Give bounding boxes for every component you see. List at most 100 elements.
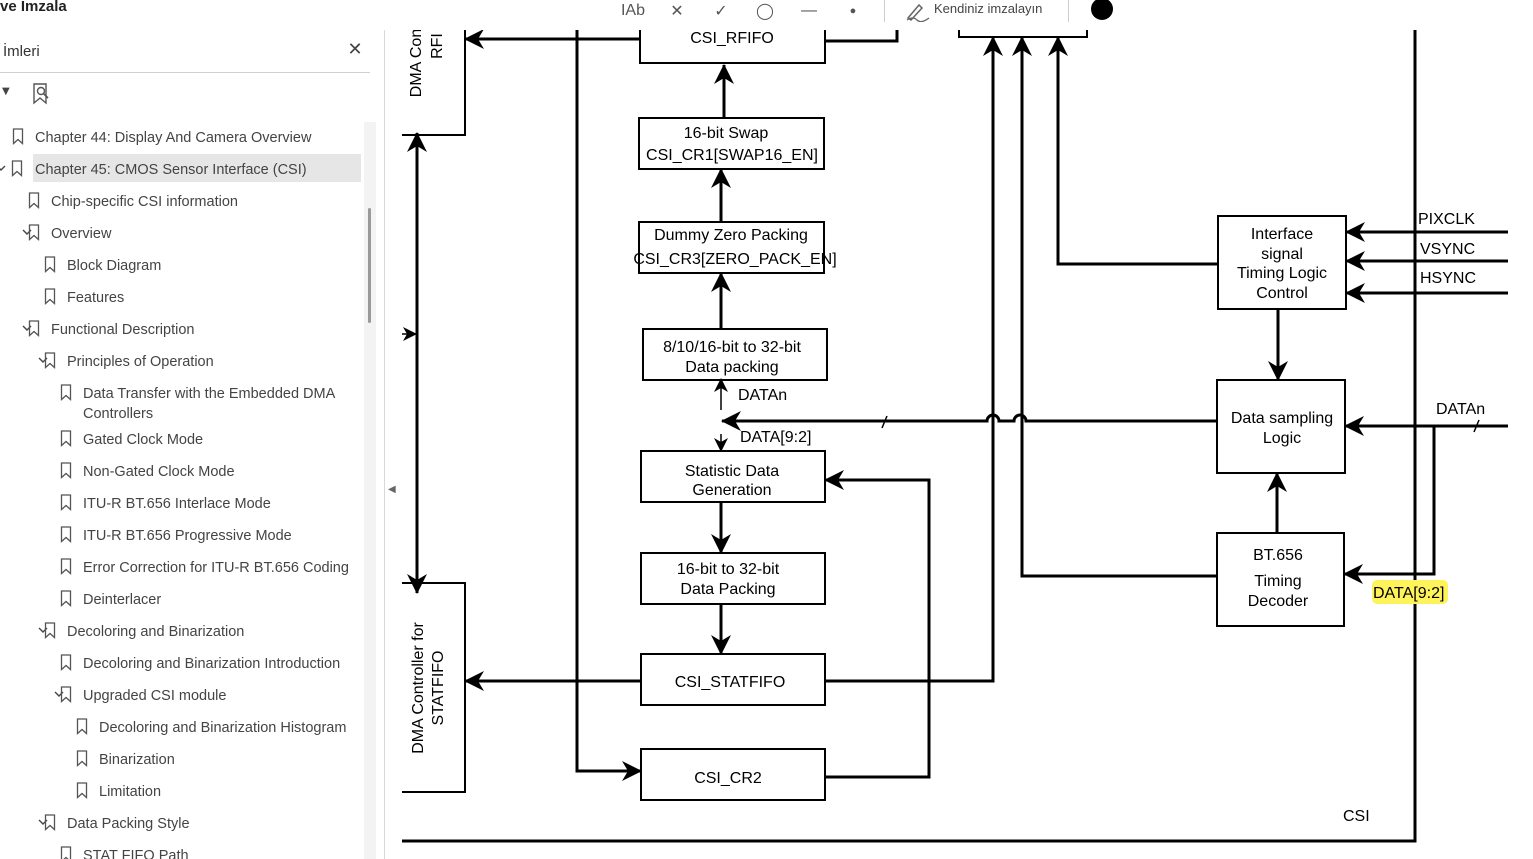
swap-label-1: 16-bit Swap — [684, 125, 769, 142]
bookmark-label: Data Transfer with the Embedded DMA — [83, 386, 336, 402]
bookmark-item[interactable]: Overview — [0, 218, 362, 250]
bookmark-icon — [60, 526, 72, 543]
stat-label-2: Generation — [692, 482, 771, 499]
find-current-bookmark-icon[interactable] — [30, 82, 54, 106]
bt656-label-1: BT.656 — [1253, 547, 1303, 564]
check-mark-tool-icon[interactable]: ✓ — [714, 3, 728, 20]
dma-rfifo-label-1: DMA Con — [408, 30, 425, 97]
bookmark-icon — [60, 430, 72, 447]
bookmark-item[interactable]: Decoloring and Binarization Introduction — [0, 648, 362, 680]
bookmark-item[interactable]: Decoloring and Binarization Histogram — [0, 712, 362, 744]
bookmark-icon — [60, 686, 72, 703]
bookmark-item[interactable]: Non-Gated Clock Mode — [0, 456, 362, 488]
bookmark-item[interactable]: Chapter 44: Display And Camera Overview — [0, 122, 362, 154]
stat-label-1: Statistic Data — [685, 463, 779, 480]
chevron-down-icon[interactable] — [0, 162, 7, 174]
bookmark-icon — [60, 462, 72, 479]
bookmark-label: Chapter 44: Display And Camera Overview — [35, 130, 312, 146]
pack16-label-1: 16-bit to 32-bit — [677, 561, 780, 578]
add-text-tool-icon[interactable]: IAb — [620, 2, 645, 19]
bookmark-item[interactable]: Chapter 45: CMOS Sensor Interface (CSI) — [0, 154, 361, 182]
bookmark-item[interactable]: Error Correction for ITU-R BT.656 Coding — [0, 552, 362, 584]
interface-label-3: Timing Logic — [1237, 265, 1327, 282]
bookmark-item[interactable]: Data Transfer with the Embedded DMA Contr… — [0, 378, 362, 424]
cross-mark-tool-icon[interactable]: ✕ — [670, 3, 684, 20]
bookmark-item[interactable]: Limitation — [0, 776, 362, 808]
panel-title: İmleri — [3, 43, 40, 60]
scrollbar-track[interactable] — [364, 122, 376, 859]
bookmark-label: Binarization — [99, 752, 175, 768]
bookmark-label: Gated Clock Mode — [83, 432, 204, 448]
bookmark-icon — [60, 654, 72, 671]
bookmark-label: Error Correction for ITU-R BT.656 Coding — [83, 560, 349, 576]
bookmark-item[interactable]: Data Packing Style — [0, 808, 362, 840]
bookmark-label: Chapter 45: CMOS Sensor Interface (CSI) — [35, 162, 307, 178]
dot-tool-icon[interactable]: ● — [849, 5, 857, 17]
bookmark-icon — [44, 288, 56, 305]
bookmark-label: Features — [67, 290, 125, 306]
bookmark-label: Chip-specific CSI information — [51, 194, 238, 210]
interface-label-4: Control — [1256, 285, 1308, 302]
bookmark-item[interactable]: Decoloring and Binarization — [0, 616, 362, 648]
bookmark-label: Principles of Operation — [67, 354, 214, 370]
bookmark-item[interactable]: Functional Description — [0, 314, 362, 346]
app-title: ve İmzala — [0, 0, 67, 15]
close-icon[interactable]: ✕ — [347, 39, 363, 60]
bookmark-icon — [76, 718, 88, 735]
options-dropdown-icon[interactable]: ▼ — [2, 86, 10, 97]
dma-statfifo-label-2: STATFIFO — [430, 651, 447, 726]
scrollbar-thumb[interactable] — [368, 208, 371, 323]
bookmark-item[interactable]: Block Diagram — [0, 250, 362, 282]
dma-statfifo-label-1: DMA Controller for — [410, 622, 427, 754]
sign-yourself-button[interactable]: Kendiniz imzalayın — [934, 1, 1043, 16]
bookmark-item[interactable]: Gated Clock Mode — [0, 424, 362, 456]
sign-pen-icon[interactable] — [905, 0, 931, 23]
bookmark-label-continued: Controllers — [83, 406, 154, 422]
collapse-panel-icon[interactable]: ◀ — [388, 484, 396, 495]
bookmark-icon — [76, 750, 88, 767]
toolbar: ve İmzala IAb ✕ ✓ ◯ — ● Kendiniz imzalay… — [0, 0, 1533, 30]
data92-mid-label: DATA[9:2] — [740, 429, 811, 446]
signature-color-swatch[interactable] — [1091, 0, 1113, 20]
bookmark-label: ITU-R BT.656 Progressive Mode — [83, 528, 292, 544]
bookmark-item[interactable]: Features — [0, 282, 362, 314]
bookmark-icon — [28, 192, 40, 209]
bookmark-item[interactable]: ITU-R BT.656 Progressive Mode — [0, 520, 362, 552]
bookmark-label: Data Packing Style — [67, 816, 190, 832]
bookmark-label: Decoloring and Binarization Introduction — [83, 656, 341, 672]
data92-right-label: DATA[9:2] — [1373, 585, 1444, 602]
bookmark-item[interactable]: Binarization — [0, 744, 362, 776]
bt656-label-3: Decoder — [1248, 593, 1309, 610]
bookmark-icon — [11, 160, 23, 177]
bookmark-item[interactable]: STAT FIFO Path — [0, 840, 362, 859]
bookmark-label: Overview — [51, 226, 112, 242]
bookmark-icon — [44, 256, 56, 273]
bookmark-item[interactable]: Chip-specific CSI information — [0, 186, 362, 218]
bookmark-label: Decoloring and Binarization — [67, 624, 245, 640]
bookmark-icon — [60, 590, 72, 607]
vsync-label: VSYNC — [1420, 241, 1475, 258]
ellipse-tool-icon[interactable]: ◯ — [756, 3, 774, 20]
bookmark-label: Functional Description — [51, 322, 195, 338]
datan-right-label: DATAn — [1436, 401, 1485, 418]
bookmark-icon — [76, 782, 88, 799]
bookmark-item[interactable]: Principles of Operation — [0, 346, 362, 378]
bookmark-item[interactable]: Upgraded CSI module — [0, 680, 362, 712]
bookmark-item[interactable]: Deinterlacer — [0, 584, 362, 616]
text-highlight — [1372, 580, 1448, 604]
bookmark-icon — [60, 558, 72, 575]
bookmark-item[interactable]: ITU-R BT.656 Interlace Mode — [0, 488, 362, 520]
bookmark-icon — [60, 846, 72, 859]
document-view: DMA Con RFI CSI_RFIFO 16-bit Swap CSI_CR… — [402, 30, 1533, 859]
cr2-label: CSI_CR2 — [694, 770, 762, 787]
bookmark-label: Non-Gated Clock Mode — [83, 464, 235, 480]
csi-block-diagram: DMA Con RFI CSI_RFIFO 16-bit Swap CSI_CR… — [402, 30, 1508, 843]
bookmark-icon — [44, 622, 56, 639]
bookmark-label: Limitation — [99, 784, 162, 800]
line-tool-icon[interactable]: — — [801, 2, 817, 19]
bookmark-label: Upgraded CSI module — [83, 688, 227, 704]
csi-boundary-label: CSI — [1343, 808, 1370, 825]
toolbar-divider — [1068, 0, 1069, 22]
datan-mid-label: DATAn — [738, 387, 787, 404]
